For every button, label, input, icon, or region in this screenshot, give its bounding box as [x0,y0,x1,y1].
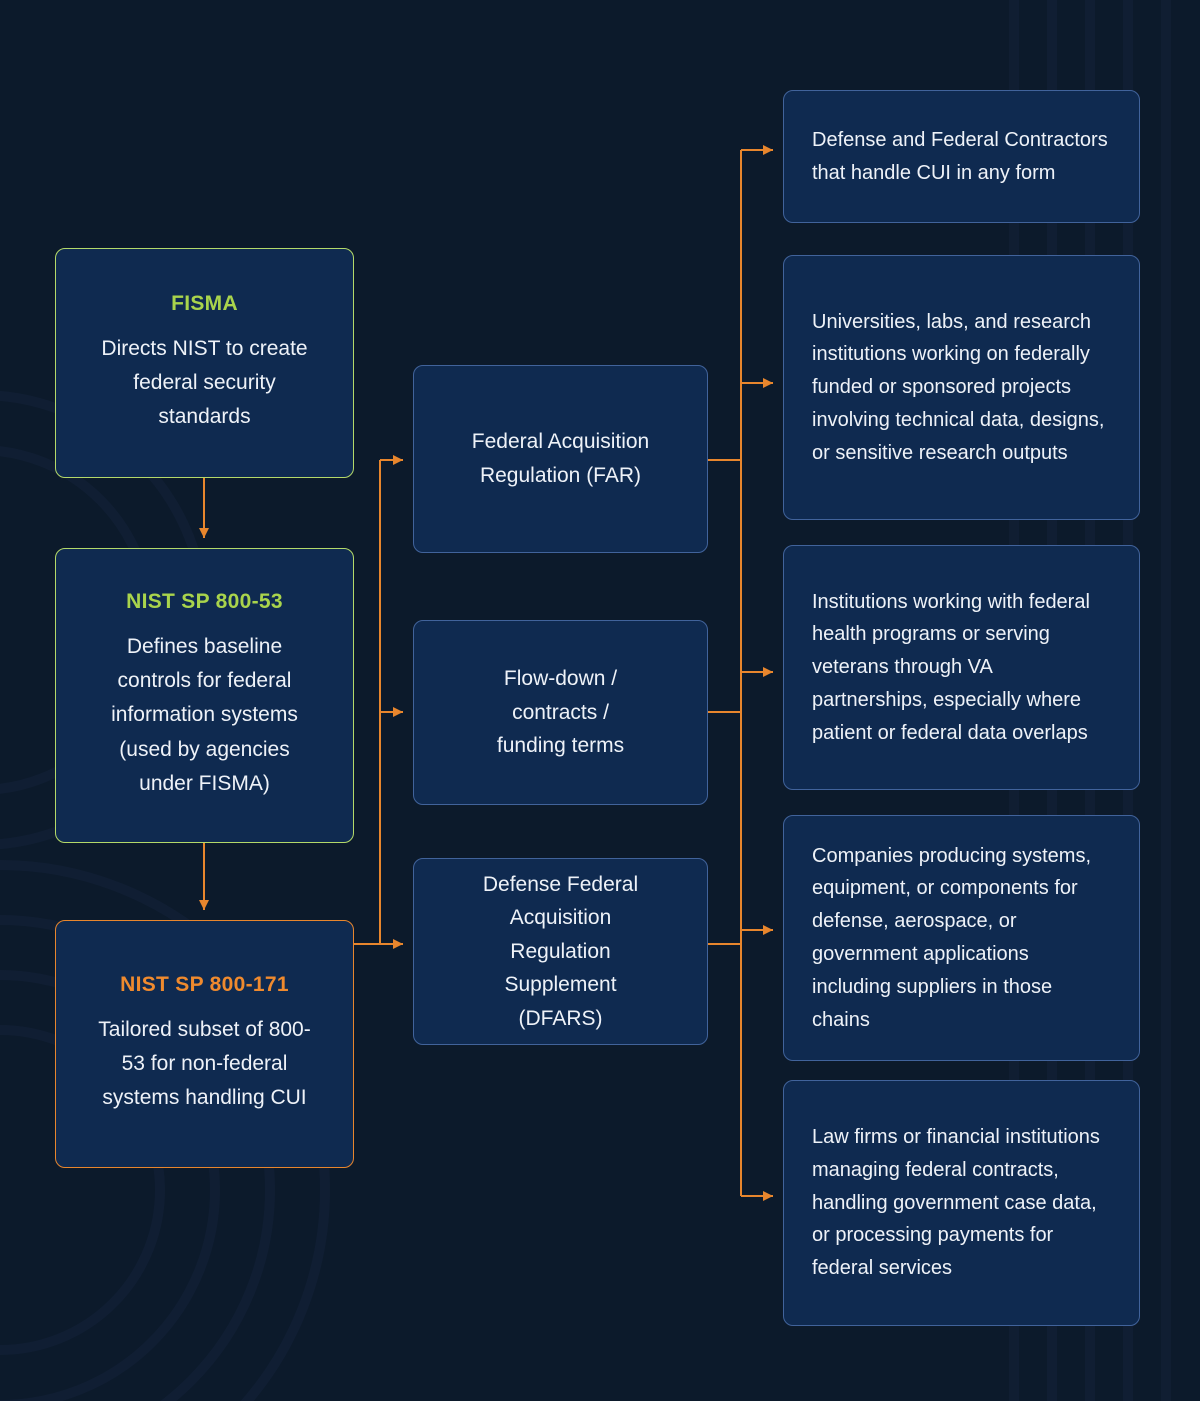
node-flow-down-label: Flow-down / contracts / funding terms [496,667,625,758]
node-nist-sp-800-171: NIST SP 800-171 Tailored subset of 800-5… [55,920,354,1168]
node-universities-labs-label: Universities, labs, and research institu… [812,310,1105,464]
node-fisma: FISMA Directs NIST to create federal sec… [55,248,354,478]
node-sp-800-171-title: NIST SP 800-171 [120,972,289,996]
node-legal-financial-label: Law firms or financial institutions mana… [812,1126,1100,1280]
node-nist-sp-800-53: NIST SP 800-53 Defines baseline controls… [55,548,354,843]
node-defense-contractors: Defense and Federal Contractors that han… [783,90,1140,223]
node-flow-down: Flow-down / contracts / funding terms [413,620,708,805]
node-sp-800-53-body: Defines baseline controls for federal in… [111,635,298,795]
node-legal-financial: Law firms or financial institutions mana… [783,1080,1140,1326]
node-far: Federal Acquisition Regulation (FAR) [413,365,708,553]
node-fisma-body: Directs NIST to create federal security … [101,336,308,428]
node-dfars-label: Defense Federal Acquisition Regulation S… [482,872,639,1030]
node-health-institutions-label: Institutions working with federal health… [812,590,1090,744]
node-defense-manufacturers-label: Companies producing systems, equipment, … [812,844,1092,1031]
node-sp-800-53-title: NIST SP 800-53 [126,590,283,614]
node-fisma-title: FISMA [171,291,238,315]
node-defense-manufacturers: Companies producing systems, equipment, … [783,815,1140,1061]
node-defense-contractors-label: Defense and Federal Contractors that han… [812,128,1108,184]
node-sp-800-171-body: Tailored subset of 800-53 for non-federa… [98,1017,311,1109]
node-dfars: Defense Federal Acquisition Regulation S… [413,858,708,1045]
node-universities-labs: Universities, labs, and research institu… [783,255,1140,520]
node-health-institutions: Institutions working with federal health… [783,545,1140,790]
node-far-label: Federal Acquisition Regulation (FAR) [471,430,650,487]
